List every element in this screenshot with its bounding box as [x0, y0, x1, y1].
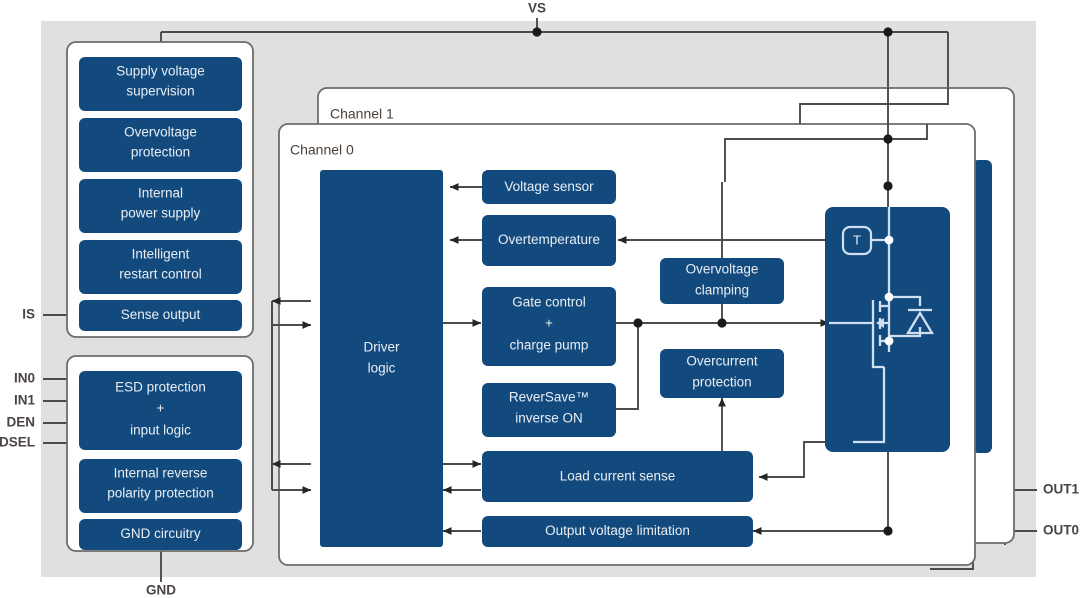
- block-overvoltage-protection[interactable]: Overvoltage protection: [79, 118, 242, 172]
- block-label: Overvoltage: [124, 125, 197, 140]
- block-gate-control-charge-pump[interactable]: Gate control + charge pump: [482, 287, 616, 366]
- block-label: Internal: [138, 186, 183, 201]
- pin-label-in0: IN0: [14, 371, 35, 386]
- channel1-power-stage-sliver: [972, 160, 992, 453]
- block-label: Internal reverse: [114, 466, 208, 481]
- wire-junctions-overlay: [633, 134, 893, 536]
- block-label: protection: [692, 375, 751, 390]
- power-stage-channel-0[interactable]: T: [825, 207, 950, 452]
- block-overtemperature[interactable]: Overtemperature: [482, 215, 616, 266]
- pin-label-out0: OUT0: [1043, 523, 1079, 538]
- block-internal-reverse-polarity-protection[interactable]: Internal reverse polarity protection: [79, 459, 242, 513]
- pin-label-is: IS: [22, 307, 35, 322]
- block-label: restart control: [119, 267, 202, 282]
- block-label: +: [157, 401, 165, 416]
- block-label: Intelligent: [132, 247, 190, 262]
- pin-label-vs: VS: [528, 1, 546, 16]
- block-driver-logic[interactable]: Driver logic: [320, 170, 443, 547]
- pin-label-out1: OUT1: [1043, 482, 1079, 497]
- block-label: Gate control: [512, 295, 586, 310]
- block-label: Supply voltage: [116, 64, 205, 79]
- block-supply-voltage-supervision[interactable]: Supply voltage supervision: [79, 57, 242, 111]
- block-label: Overcurrent: [686, 354, 758, 369]
- block-output-voltage-limitation[interactable]: Output voltage limitation: [482, 516, 753, 547]
- block-label: protection: [131, 145, 190, 160]
- channel-0-card: [278, 123, 976, 566]
- pin-label-den: DEN: [6, 415, 35, 430]
- mosfet-bulk-arrow: [876, 318, 884, 328]
- block-label: GND circuitry: [120, 526, 200, 541]
- block-label: ESD protection: [115, 380, 206, 395]
- channel-0-label: Channel 0: [290, 142, 354, 158]
- block-label: charge pump: [510, 338, 589, 353]
- block-label: power supply: [121, 206, 201, 221]
- block-label: Overvoltage: [686, 262, 759, 277]
- block-voltage-sensor[interactable]: Voltage sensor: [482, 170, 616, 204]
- block-label: Sense output: [121, 307, 201, 322]
- block-overvoltage-clamping[interactable]: Overvoltage clamping: [660, 258, 784, 304]
- block-load-current-sense[interactable]: Load current sense: [482, 451, 753, 502]
- pin-label-gnd: GND: [146, 583, 176, 598]
- block-label: Load current sense: [560, 469, 676, 484]
- body-diode-icon: [905, 308, 935, 335]
- block-esd-protection-input-logic[interactable]: ESD protection + input logic: [79, 371, 242, 450]
- block-label: Output voltage limitation: [545, 523, 690, 538]
- pin-label-dsel: DSEL: [0, 435, 35, 450]
- block-internal-power-supply[interactable]: Internal power supply: [79, 179, 242, 233]
- block-overcurrent-protection[interactable]: Overcurrent protection: [660, 349, 784, 398]
- temperature-sensor-label: T: [853, 232, 861, 247]
- wiring-overlay: [271, 88, 949, 535]
- junction-vs-main: [532, 27, 542, 37]
- pin-label-in1: IN1: [14, 393, 36, 408]
- block-reversave-inverse-on[interactable]: ReverSave™ inverse ON: [482, 383, 616, 437]
- block-label: inverse ON: [515, 411, 583, 426]
- block-label: input logic: [130, 423, 191, 438]
- block-sense-output[interactable]: Sense output: [79, 300, 242, 331]
- block-label: supervision: [126, 84, 194, 99]
- block-label: logic: [368, 361, 396, 376]
- junction-vs-right: [883, 27, 893, 37]
- channel-1-label: Channel 1: [330, 106, 394, 122]
- block-label: Voltage sensor: [504, 179, 594, 194]
- block-label: Overtemperature: [498, 232, 600, 247]
- block-label: clamping: [695, 283, 749, 298]
- block-label: polarity protection: [107, 486, 214, 501]
- block-label: Driver: [364, 340, 401, 355]
- block-gnd-circuitry[interactable]: GND circuitry: [79, 519, 242, 550]
- block-label: +: [545, 316, 553, 331]
- block-label: ReverSave™: [509, 390, 589, 405]
- power-stage-nodes: [884, 235, 894, 346]
- block-intelligent-restart-control[interactable]: Intelligent restart control: [79, 240, 242, 294]
